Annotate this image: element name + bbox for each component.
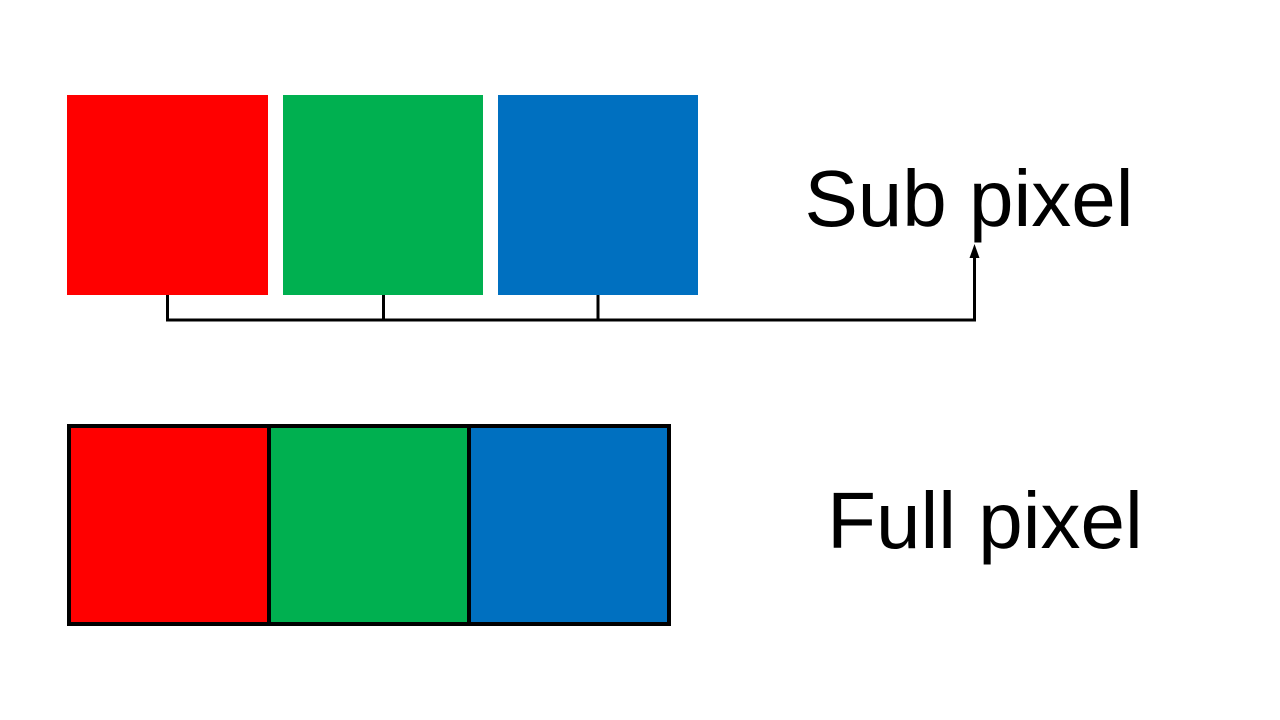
subpixel-blue-square — [498, 95, 698, 295]
fullpixel-blue-cell — [467, 428, 667, 622]
sub-pixel-label: Sub pixel — [804, 154, 1134, 243]
full-pixel-box — [67, 424, 671, 626]
subpixel-red-square — [67, 95, 268, 295]
full-pixel-label: Full pixel — [827, 476, 1143, 565]
subpixel-green-square — [283, 95, 483, 295]
fullpixel-red-cell — [71, 428, 267, 622]
fullpixel-green-cell — [267, 428, 467, 622]
